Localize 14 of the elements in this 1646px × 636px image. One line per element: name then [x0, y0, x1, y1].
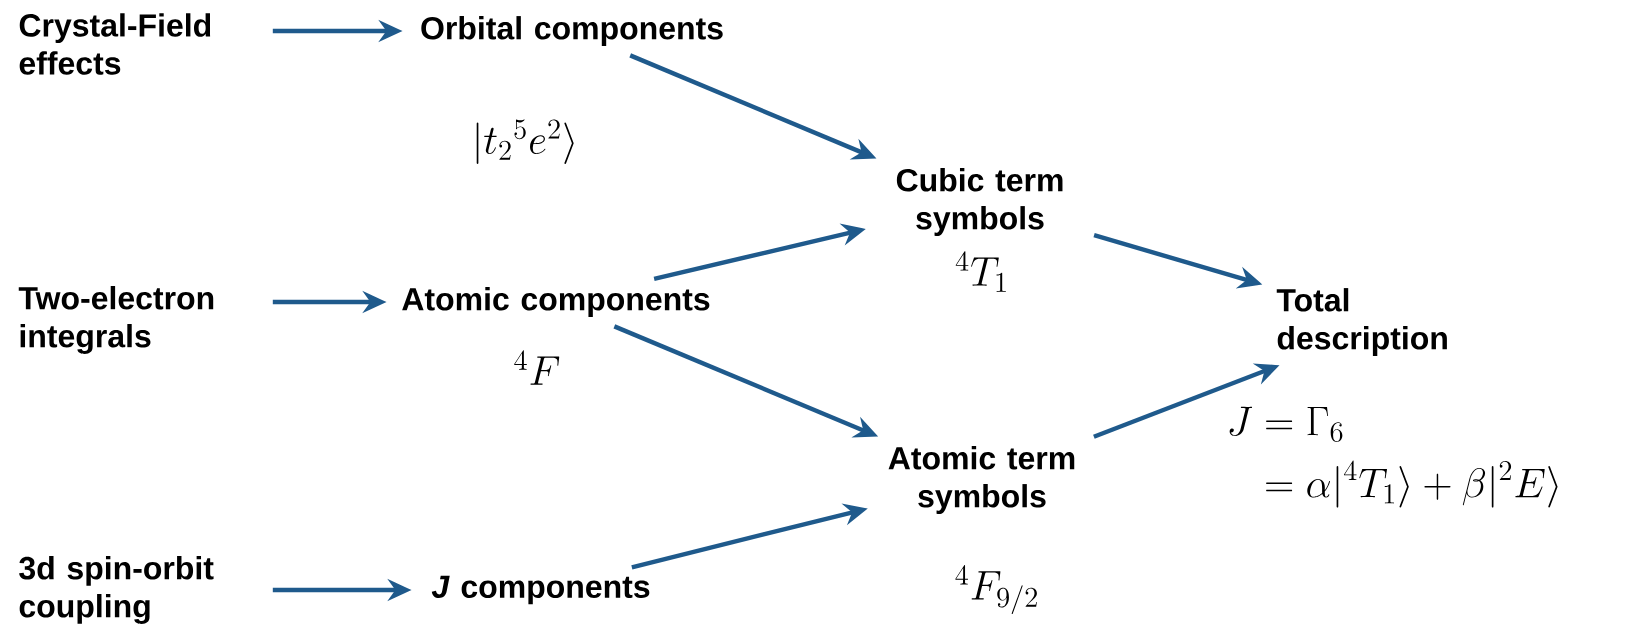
text-label: 3d spin-orbit coupling	[19, 556, 214, 624]
text-label: Two-electron integrals	[18, 286, 214, 354]
formula: $|{t_2}^5e^2\rangle$	[476, 119, 574, 164]
text-label: Atomic term symbols	[888, 446, 1075, 514]
text-label: Orbital components	[421, 16, 723, 46]
text-label: Crystal-Field effects	[19, 13, 211, 75]
formula: ${}^4F_{9/2}$	[955, 565, 1037, 615]
formula: $\begin{aligned}J&=\Gamma_6\\&=\alpha|{}^4T_1\rangle+\beta|{}^2E\rangle\end{aligned}$	[1229, 406, 1558, 508]
text-label: J components	[431, 575, 650, 605]
text-label: Total description	[1276, 288, 1447, 356]
formula: ${}^4F$	[514, 350, 560, 385]
text-label: Cubic term symbols	[896, 168, 1063, 236]
formula: ${}^4T_1$	[955, 251, 1006, 292]
text-label: Atomic components	[402, 287, 710, 317]
